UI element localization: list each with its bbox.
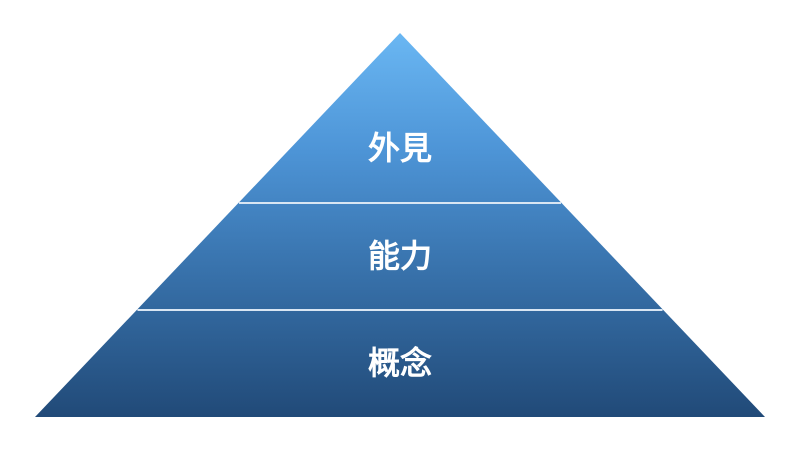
- level-label-top: 外見: [368, 129, 432, 167]
- pyramid-shape: [35, 33, 765, 417]
- level-label-middle: 能力: [368, 237, 432, 275]
- level-label-bottom: 概念: [368, 344, 432, 382]
